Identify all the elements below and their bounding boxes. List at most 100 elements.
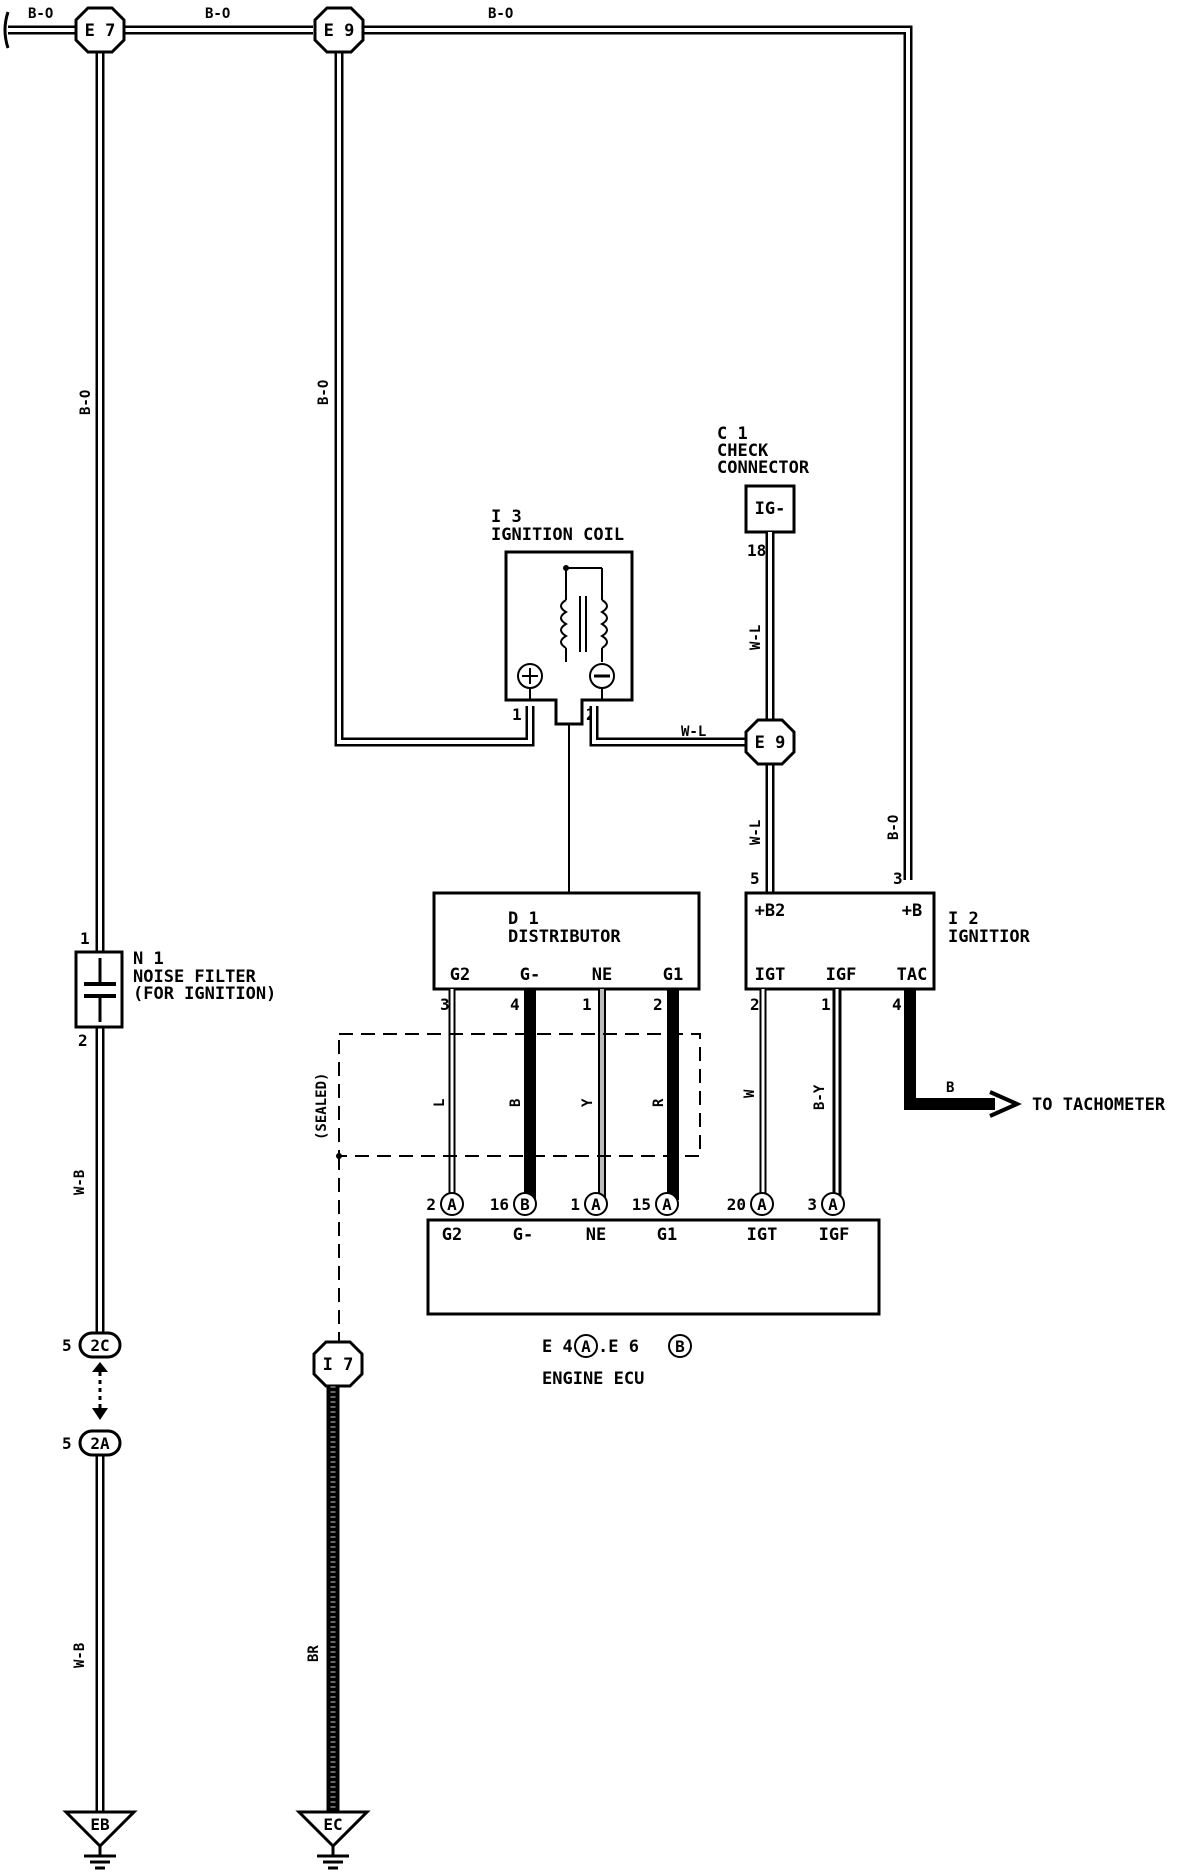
wire-label-wl-upper: W-L (748, 625, 764, 650)
ignitor-name: IGNITIOR (948, 927, 1031, 947)
ignition-coil-i3 (504, 550, 634, 726)
ecu-connector-e4-label: E 4 (542, 1337, 573, 1357)
connector-2c-pin: 5 (62, 1336, 72, 1355)
ground-eb-label: EB (90, 1815, 110, 1834)
ground-ec-label: EC (323, 1815, 342, 1834)
ignition-coil-name: IGNITION COIL (491, 525, 624, 545)
ignitor-terminal-tac: TAC (897, 965, 928, 985)
check-connector-c1: IG- (744, 484, 796, 534)
ecu-pin-igf: A (821, 1192, 845, 1216)
ignition-coil-pin1: 1 (512, 705, 522, 724)
ecu-pin-igt-connector: A (757, 1195, 767, 1214)
distributor-name: DISTRIBUTOR (508, 927, 621, 947)
wire-label-wl-lower: W-L (748, 820, 764, 845)
ecu-connector-a-letter: A (581, 1337, 591, 1356)
wire-label-w: W (742, 1089, 758, 1098)
ecu-pin-g1: A (655, 1192, 679, 1216)
ecu-pin-number-16: 16 (490, 1195, 509, 1214)
ecu-pin-ne-connector: A (591, 1195, 601, 1214)
wire-label-bo-ignitor: B-O (886, 815, 902, 840)
ecu-pin-number-20: 20 (727, 1195, 746, 1214)
ecu-connector-b-badge: B (668, 1334, 692, 1358)
engine-ecu (426, 1218, 881, 1316)
ignitor-pin-3: 3 (893, 869, 903, 888)
ground-ec: EC (295, 1810, 371, 1870)
wire-label-wb-lower: W-B (72, 1643, 88, 1668)
junction-i7-label: I 7 (323, 1355, 354, 1375)
wire-label-by: B-Y (812, 1084, 828, 1110)
connector-2a-label: 2A (90, 1434, 110, 1453)
ecu-pin-g2-connector: A (447, 1195, 457, 1214)
noise-filter-name-sub: (FOR IGNITION) (133, 984, 276, 1004)
tachometer-label: TO TACHOMETER (1032, 1095, 1166, 1115)
noise-filter-code: N 1 (133, 949, 164, 969)
noise-filter-name: NOISE FILTER (133, 967, 257, 987)
wire-label-bo-coil-feed: B-O (316, 380, 332, 405)
distributor-pin-3: 3 (440, 995, 450, 1014)
wire-label-wl-horizontal: W-L (681, 724, 706, 740)
ignition-coil-code: I 3 (491, 507, 522, 527)
ecu-name: ENGINE ECU (542, 1369, 644, 1389)
connector-2c: 2C (78, 1331, 122, 1359)
distributor-pin-1: 1 (582, 995, 592, 1014)
distributor-d1 (432, 891, 701, 991)
coil-feed-wire (334, 52, 535, 747)
ecu-pin-gminus: B (513, 1192, 537, 1216)
distributor-pin-4: 4 (510, 995, 520, 1014)
ecu-pin-number-3: 3 (807, 1195, 817, 1214)
wire-label-wb-upper: W-B (72, 1170, 88, 1195)
ecu-pin-ne: A (584, 1192, 608, 1216)
ignitor-code: I 2 (948, 909, 979, 929)
top-bus-wire (3, 11, 913, 880)
ecu-terminal-igt: IGT (747, 1225, 778, 1245)
ignitor-terminal-b2: +B2 (755, 901, 786, 921)
check-connector-name: CHECK (717, 441, 769, 461)
junction-i7: I 7 (312, 1340, 364, 1388)
distributor-terminal-ne: NE (592, 965, 612, 985)
junction-e9-lower: E 9 (744, 718, 796, 766)
ignitor-pin-5: 5 (750, 869, 760, 888)
ecu-connector-a-badge: A (574, 1334, 598, 1358)
junction-e9-top: E 9 (313, 6, 365, 54)
wire-label-b-distributor: B (508, 1099, 524, 1107)
noise-filter-pin-bottom: 2 (78, 1031, 88, 1050)
ecu-connector-e6-label: .E 6 (598, 1337, 639, 1357)
junction-e9-top-label: E 9 (324, 21, 355, 41)
ecu-terminal-g1: G1 (657, 1225, 677, 1245)
tachometer-wire (904, 989, 1022, 1118)
connector-2a-pin: 5 (62, 1434, 72, 1453)
noise-filter-pin-top: 1 (80, 929, 90, 948)
distributor-code: D 1 (508, 909, 539, 929)
connector-2a: 2A (78, 1429, 122, 1457)
connector-2c-label: 2C (90, 1336, 109, 1355)
ignitor-terminal-igt: IGT (755, 965, 786, 985)
ignitor-terminal-b: +B (902, 901, 922, 921)
ignitor-terminal-igf: IGF (826, 965, 857, 985)
noise-filter-n1 (74, 950, 124, 1029)
wire-label-br: BR (306, 1645, 322, 1662)
wire-label-l: L (432, 1099, 448, 1107)
coil-negative-wire (589, 706, 745, 747)
ecu-pin-igf-connector: A (828, 1195, 838, 1214)
wire-label-bo-left: B-O (28, 6, 53, 22)
distributor-terminal-gminus: G- (520, 965, 540, 985)
junction-e7: E 7 (74, 6, 126, 54)
ignitor-pin-2: 2 (750, 995, 760, 1014)
junction-e7-label: E 7 (85, 21, 116, 41)
wire-label-bo-right: B-O (488, 6, 513, 22)
wire-label-b-tachometer: B (946, 1080, 954, 1096)
ignitor-pin-4: 4 (892, 995, 902, 1014)
ground-eb: EB (62, 1810, 138, 1870)
check-connector-name-sub: CONNECTOR (717, 458, 810, 478)
distributor-pin-2: 2 (653, 995, 663, 1014)
ignitor-i2 (744, 891, 936, 991)
distributor-terminal-g2: G2 (450, 965, 470, 985)
connector-joint-arrows (92, 1362, 108, 1420)
ecu-pin-igt: A (750, 1192, 774, 1216)
wire-label-y: Y (580, 1098, 596, 1107)
ignitor-ecu-wires (759, 989, 842, 1200)
sealed-shield (336, 1033, 701, 1356)
ecu-terminal-ne: NE (586, 1225, 606, 1245)
ecu-pin-g1-connector: A (662, 1195, 672, 1214)
ecu-pin-g2: A (440, 1192, 464, 1216)
